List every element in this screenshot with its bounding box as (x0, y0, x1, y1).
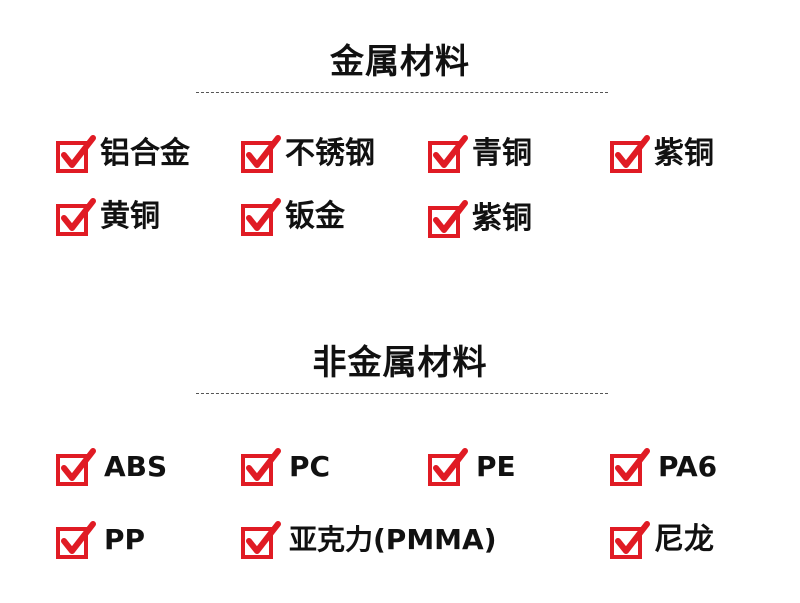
checkbox-checked-icon (241, 135, 281, 173)
material-item: 尼龙 (610, 518, 714, 562)
checkbox-checked-icon (610, 448, 650, 486)
material-label: PA6 (658, 450, 718, 483)
material-item: 钣金 (241, 195, 345, 239)
material-item: 青铜 (428, 132, 532, 176)
material-label: 紫铜 (472, 201, 532, 236)
material-item: 不锈钢 (241, 132, 375, 176)
material-item: 铝合金 (56, 132, 190, 176)
material-label: 铝合金 (100, 136, 190, 171)
material-label: 钣金 (285, 199, 345, 234)
checkbox-checked-icon (241, 521, 281, 559)
section-title-metal: 金属材料 (330, 42, 470, 82)
material-label: 青铜 (472, 136, 532, 171)
material-label: 不锈钢 (285, 136, 375, 171)
checkbox-checked-icon (56, 521, 96, 559)
material-item: PP (56, 518, 145, 562)
material-label: 亚克力(PMMA) (289, 523, 497, 556)
checkbox-checked-icon (428, 200, 468, 238)
checkbox-checked-icon (56, 448, 96, 486)
material-item: 紫铜 (428, 197, 532, 241)
checkbox-checked-icon (241, 198, 281, 236)
material-item: 紫铜 (610, 132, 714, 176)
material-label: PE (476, 450, 516, 483)
material-item: PE (428, 445, 516, 489)
material-label: PC (289, 450, 331, 483)
checkbox-checked-icon (241, 448, 281, 486)
checkbox-checked-icon (428, 135, 468, 173)
checkbox-checked-icon (56, 135, 96, 173)
checkbox-checked-icon (610, 135, 650, 173)
material-label: ABS (104, 450, 168, 483)
section-title-nonmetal: 非金属材料 (312, 343, 488, 383)
checkbox-checked-icon (56, 198, 96, 236)
material-label: 尼龙 (654, 522, 714, 557)
material-item: PA6 (610, 445, 717, 489)
material-item: PC (241, 445, 330, 489)
section-divider (196, 92, 608, 93)
material-item: 亚克力(PMMA) (241, 518, 497, 562)
material-item: 黄铜 (56, 195, 160, 239)
checkbox-checked-icon (428, 448, 468, 486)
material-label: 黄铜 (100, 199, 160, 234)
material-label: PP (104, 523, 146, 556)
checkbox-checked-icon (610, 521, 650, 559)
material-item: ABS (56, 445, 167, 489)
section-divider (196, 393, 608, 394)
material-label: 紫铜 (654, 136, 714, 171)
